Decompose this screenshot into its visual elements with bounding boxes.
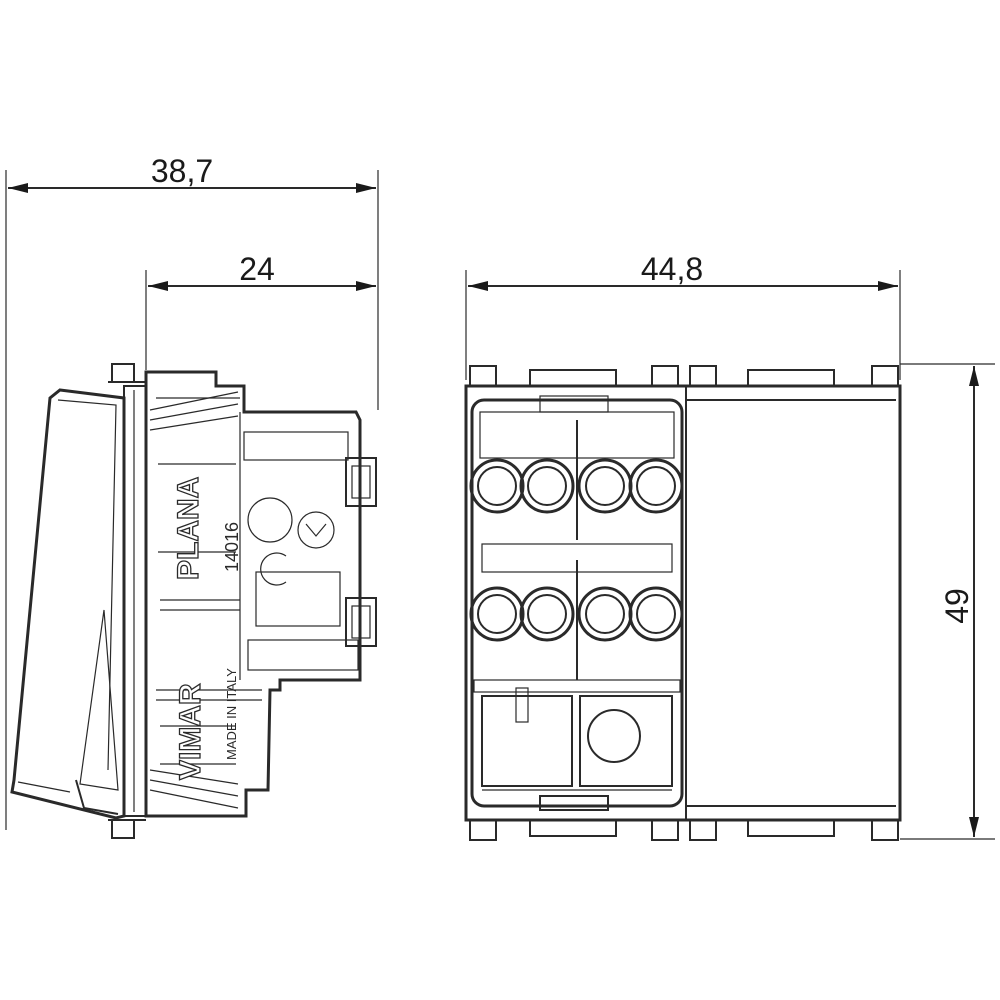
- dimension-44-8: 44,8: [465, 251, 901, 380]
- origin-marking: MADE IN ITALY: [224, 668, 239, 760]
- dimension-label-44-8: 44,8: [641, 251, 703, 287]
- dimension-label-24: 24: [239, 251, 275, 287]
- dimension-38-7: 38,7: [5, 153, 379, 830]
- side-view: PLANA 14016 VIMAR MADE IN ITALY: [10, 363, 377, 839]
- dimension-49: 49: [900, 363, 995, 840]
- approval-circle-icon: [247, 497, 293, 543]
- front-view: [464, 365, 902, 841]
- brand-marking: VIMAR: [174, 683, 207, 780]
- dimension-24: 24: [145, 251, 376, 370]
- standard-circle-icon: [297, 511, 335, 549]
- series-marking: PLANA: [172, 477, 205, 580]
- dimension-label-38-7: 38,7: [151, 153, 213, 189]
- dimension-label-49: 49: [939, 588, 975, 624]
- ce-mark-icon: [260, 552, 287, 586]
- code-marking: 14016: [222, 522, 242, 572]
